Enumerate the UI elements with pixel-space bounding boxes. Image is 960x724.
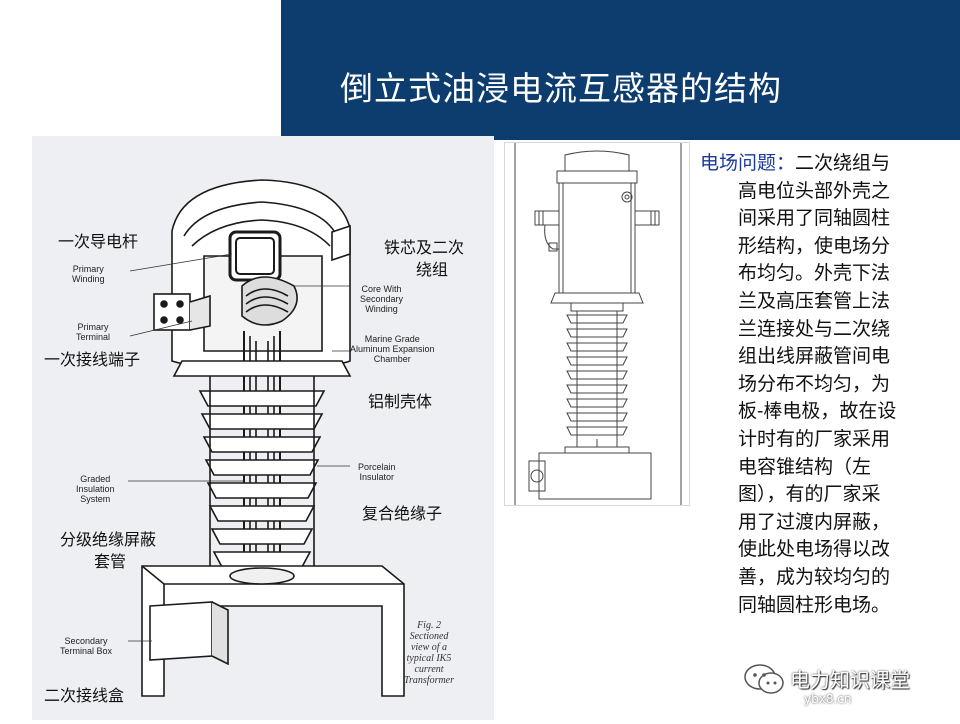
label-graded-en: Graded Insulation System <box>76 474 115 504</box>
description-line: 板-棒电极，故在设 <box>738 400 897 423</box>
label-core-winding-1: 铁芯及二次 <box>384 238 465 257</box>
title-bar <box>281 0 960 140</box>
description-line: 形结构，使电场分 <box>738 234 891 257</box>
label-secondary-box: 二次接线盒 <box>44 686 125 705</box>
label-primary-terminal-en: Primary Terminal <box>76 322 111 342</box>
watermark-text: 电力知识课堂 <box>790 668 910 692</box>
description-line: 场分布不均匀，为 <box>738 372 891 395</box>
ct-elevation-figure <box>504 142 690 506</box>
description-line: 同轴圆柱形电场。 <box>738 593 891 616</box>
label-primary-conductor: 一次导电杆 <box>58 232 139 251</box>
label-secondary-box-en: Secondary Terminal Box <box>60 636 113 656</box>
label-core-winding-2: 绕组 <box>416 260 449 279</box>
ct-elevation-drawing <box>514 143 682 505</box>
description-line: 兰连接处与二次绕 <box>738 317 891 340</box>
label-composite-insulator: 复合绝缘子 <box>362 504 443 523</box>
description-line: 兰及高压套管上法 <box>738 289 891 312</box>
label-primary-terminal: 一次接线端子 <box>44 350 141 369</box>
ct-cutaway-drawing <box>128 179 405 697</box>
description-label: 电场问题： <box>700 152 796 174</box>
watermark-url: ybx8.cn <box>804 692 852 706</box>
label-aluminum-housing: 铝制壳体 <box>368 392 433 411</box>
description-line: 布均匀。外壳下法 <box>738 262 891 285</box>
description-line: 电容锥结构（左 <box>738 455 872 478</box>
description-line: 用了过渡内屏蔽， <box>738 510 891 533</box>
description-line: 使此处电场得以改 <box>738 538 891 561</box>
slide-title: 倒立式油浸电流互感器的结构 <box>340 69 782 108</box>
label-graded-shield-1: 分级绝缘屏蔽 <box>60 530 157 549</box>
chat-bubble-icon <box>744 664 784 694</box>
description-line: 间采用了同轴圆柱 <box>738 207 891 230</box>
label-marine-grade-en: Marine Grade Aluminum Expansion Chamber <box>350 334 435 364</box>
description-line: 图），有的厂家采 <box>738 483 881 506</box>
description-line: 善，成为较均匀的 <box>738 565 891 588</box>
description-text: 电场问题：二次绕组与 高电位头部外壳之 间采用了同轴圆柱 形结构，使电场分 布均… <box>700 150 950 619</box>
description-line: 高电位头部外壳之 <box>738 179 891 202</box>
description-line: 组出线屏蔽管间电 <box>738 345 891 368</box>
label-graded-shield-2: 套管 <box>94 552 127 571</box>
label-core-secondary-en: Core With Secondary Winding <box>360 284 404 314</box>
ct-cutaway-figure: 一次导电杆 Primary Winding Primary Terminal 一… <box>32 136 494 720</box>
description-line: 计时有的厂家采用 <box>738 427 891 450</box>
watermark: 电力知识课堂 ybx8.cn <box>738 660 938 710</box>
description-first-line: 二次绕组与 <box>795 152 891 174</box>
figure-caption: Fig. 2 Sectioned view of a typical IK5 c… <box>404 620 455 686</box>
label-porcelain-en: Porcelain Insulator <box>358 462 396 482</box>
label-primary-winding-en: Primary Winding <box>72 264 105 284</box>
